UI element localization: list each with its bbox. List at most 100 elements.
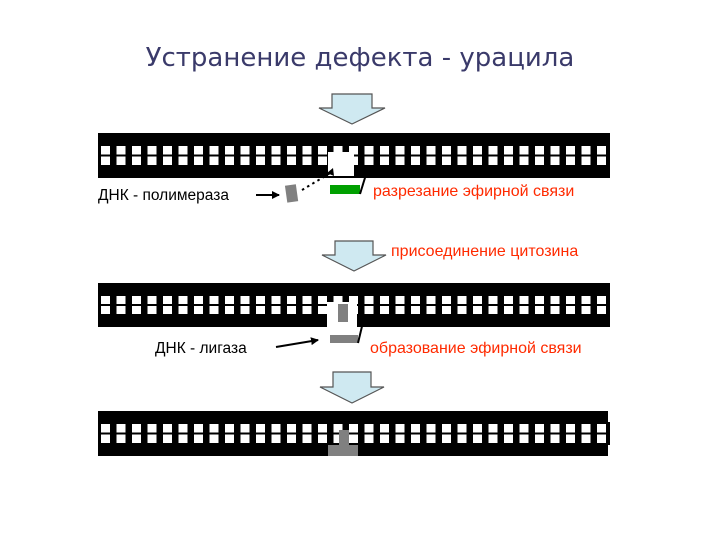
base-block (225, 306, 234, 314)
base-block (519, 424, 529, 433)
base-block (395, 146, 405, 155)
base-block (380, 306, 389, 314)
base-block (504, 424, 513, 433)
excised-uracil-green (330, 185, 360, 194)
base-block (488, 296, 498, 304)
base-block (411, 434, 420, 443)
base-block (473, 296, 482, 304)
base-block (101, 296, 110, 304)
base-block (535, 424, 544, 433)
base-block (178, 434, 188, 443)
base-block (287, 156, 296, 165)
base-block (364, 296, 374, 304)
dna-top-strand (98, 411, 608, 422)
base-block (240, 306, 250, 314)
base-block (302, 156, 312, 165)
base-block (302, 424, 312, 433)
base-block (240, 156, 250, 165)
base-block (132, 306, 141, 314)
base-block (535, 296, 544, 304)
base-block (581, 434, 591, 443)
base-block (380, 296, 389, 304)
base-block (597, 156, 606, 165)
base-block (442, 434, 451, 443)
base-block (504, 156, 513, 165)
base-block (426, 146, 436, 155)
base-block (581, 156, 591, 165)
base-block (287, 296, 296, 304)
base-block (597, 146, 606, 155)
base-block (519, 306, 529, 314)
base-block (194, 296, 203, 304)
base-block (473, 156, 482, 165)
base-block (333, 146, 343, 155)
base-block (535, 434, 544, 443)
base-block (318, 156, 327, 165)
down-block-arrow-icon (321, 240, 387, 272)
base-pairs (98, 422, 610, 445)
base-block (566, 156, 575, 165)
base-block (132, 156, 141, 165)
base-block (194, 424, 203, 433)
base-block (163, 296, 172, 304)
base-block (209, 306, 219, 314)
base-block (225, 434, 234, 443)
base-block (116, 434, 126, 443)
base-block (116, 156, 126, 165)
base-block (271, 146, 281, 155)
base-block (442, 424, 451, 433)
base-block (318, 424, 327, 433)
dna-top-strand (98, 283, 610, 294)
base-block (209, 156, 219, 165)
base-block (256, 306, 265, 314)
inserted-cytosine-gray (338, 304, 348, 322)
base-block (101, 146, 110, 155)
base-block (178, 156, 188, 165)
base-block (411, 296, 420, 304)
base-block (101, 434, 110, 443)
base-block (457, 156, 467, 165)
base-block (271, 434, 281, 443)
base-block (349, 434, 358, 443)
base-block (504, 146, 513, 155)
base-block (519, 296, 529, 304)
base-block (147, 434, 157, 443)
base-block (473, 306, 482, 314)
base-block (457, 306, 467, 314)
base-block (101, 306, 110, 314)
repaired-backbone-gray (328, 445, 358, 456)
ester-formation-label: образование эфирной связи (370, 340, 582, 357)
base-block (550, 434, 560, 443)
base-block (116, 306, 126, 314)
base-block (457, 146, 467, 155)
base-block (535, 146, 544, 155)
base-block (566, 146, 575, 155)
base-block (519, 434, 529, 443)
base-block (209, 296, 219, 304)
base-block (504, 434, 513, 443)
base-block (473, 434, 482, 443)
base-block (256, 434, 265, 443)
page-title: Устранение дефекта - урацила (146, 43, 575, 73)
base-block (581, 424, 591, 433)
base-block (411, 306, 420, 314)
base-block (488, 424, 498, 433)
base-block (349, 424, 358, 433)
base-block (147, 306, 157, 314)
base-block (535, 306, 544, 314)
ligation-tick (357, 317, 365, 344)
base-block (271, 424, 281, 433)
base-block (488, 306, 498, 314)
base-block (581, 146, 591, 155)
ligase-pointer-arrow (275, 337, 319, 348)
base-block (395, 156, 405, 165)
base-block (473, 424, 482, 433)
base-block (147, 424, 157, 433)
base-block (550, 306, 560, 314)
dna-top-strand (98, 133, 610, 144)
base-block (411, 156, 420, 165)
base-block (240, 424, 250, 433)
base-block (178, 424, 188, 433)
base-block (364, 156, 374, 165)
